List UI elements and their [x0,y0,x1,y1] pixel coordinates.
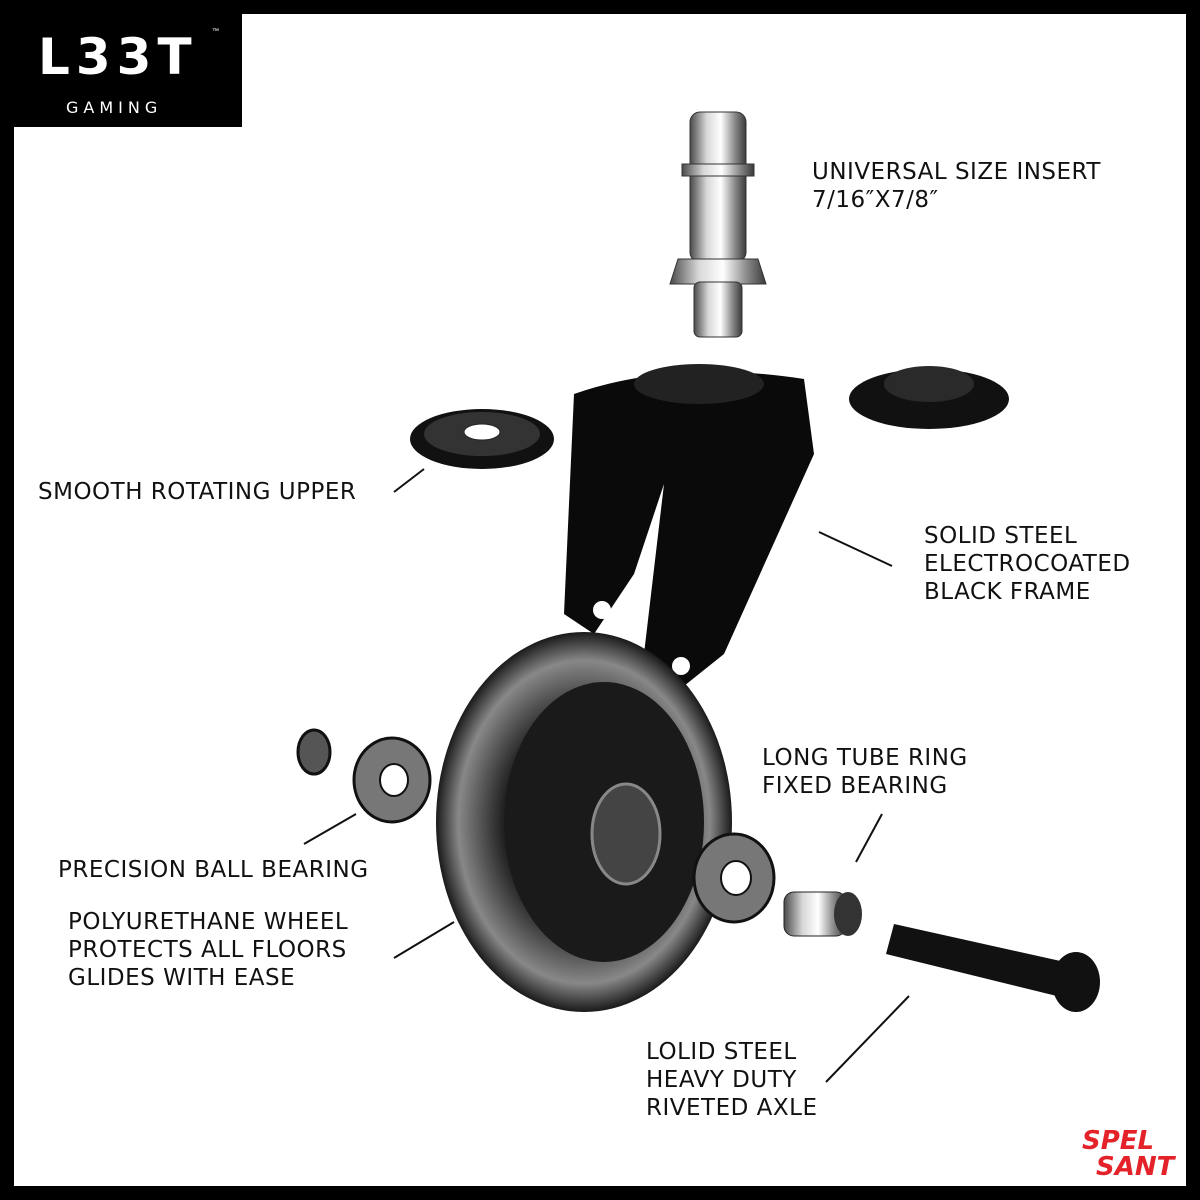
badge-line-1: SPEL [1082,1126,1155,1156]
top-cap [849,366,1009,429]
caster-frame [564,364,814,694]
badge-line-2: SANT [1096,1152,1175,1182]
label-steel-frame: SOLID STEEL ELECTROCOATED BLACK FRAME [924,523,1131,605]
label-universal-insert: UNIVERSAL SIZE INSERT 7/16″X7/8″ [812,159,1101,213]
left-ball-bearing [352,736,432,824]
brand-name: L33T [38,28,198,86]
upper-bearing-race [410,409,554,469]
label-precision-ball-bearing: PRECISION BALL BEARING [58,857,369,883]
riveted-axle [886,924,1100,1012]
polyurethane-wheel [436,632,732,1012]
brand-tagline: GAMING [66,98,163,117]
right-ball-bearing [692,832,776,924]
tube-ring [783,891,862,937]
brand-logo: L33T ™ GAMING [14,14,242,127]
label-riveted-axle: LOLID STEEL HEAVY DUTY RIVETED AXLE [646,1039,818,1121]
leader-lines [303,468,910,1083]
label-polyurethane-wheel: POLYURETHANE WHEEL PROTECTS ALL FLOORS G… [68,909,349,991]
label-long-tube-ring: LONG TUBE RING FIXED BEARING [762,745,968,799]
spelsant-badge: SPEL SANT [1074,1124,1184,1184]
caster-exploded-illustration [296,111,1100,1083]
small-bushing [296,728,332,776]
label-smooth-rotating-upper: SMOOTH ROTATING UPPER [38,479,357,505]
insert-stem [669,111,767,338]
product-diagram: L33T ™ GAMING UNIVERSAL SIZE INSERT 7/16… [14,14,1186,1186]
trademark: ™ [212,28,219,35]
